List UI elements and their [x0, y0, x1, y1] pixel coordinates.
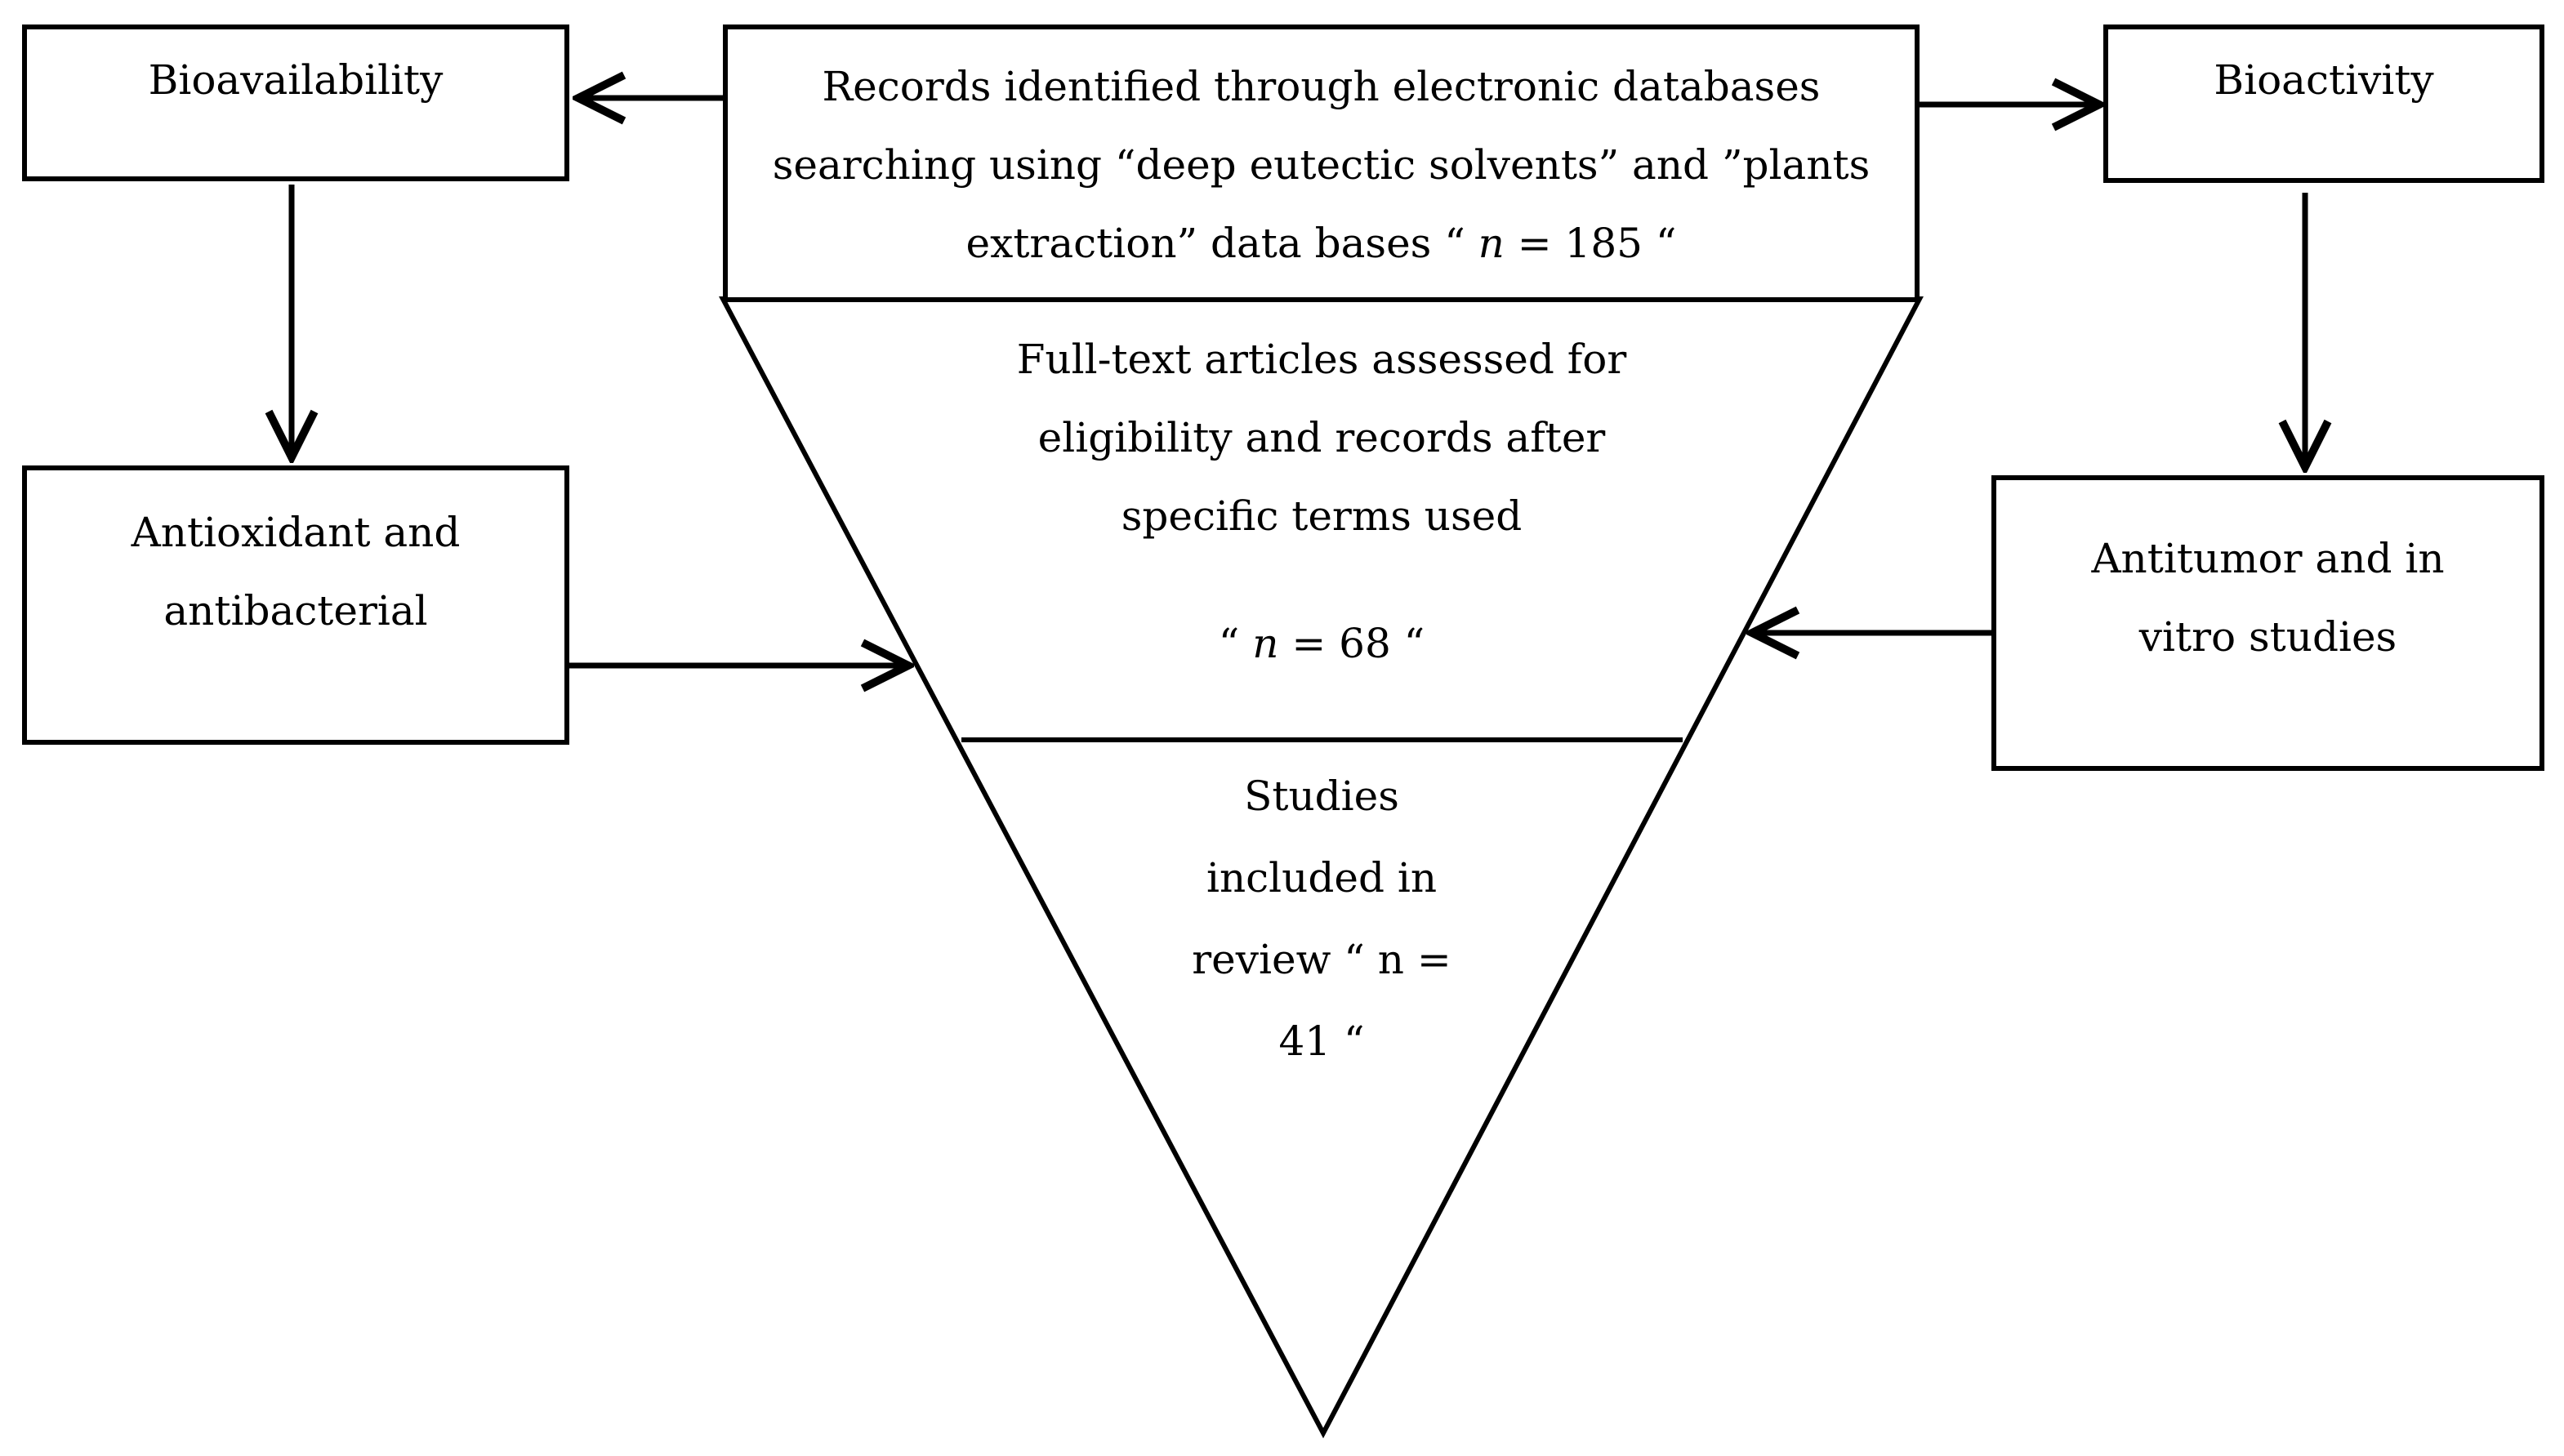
records-line-3-suffix: = 185 “ — [1504, 220, 1677, 267]
fulltext-count: “ n = 68 “ — [913, 604, 1730, 683]
bioactivity-box — [2103, 24, 2544, 183]
fulltext-text: Full-text articles assessed for eligibil… — [913, 320, 1730, 555]
fulltext-count-line: “ n = 68 “ — [913, 604, 1730, 683]
antitumor-text: Antitumor and in vitro studies — [1991, 519, 2544, 676]
records-line-3-prefix: extraction” data bases “ — [965, 220, 1478, 267]
fulltext-line-1: Full-text articles assessed for — [1016, 336, 1627, 383]
records-line-2: searching using “deep eutectic solvents”… — [772, 141, 1871, 189]
antioxidant-line-1: Antioxidant and — [131, 509, 461, 556]
studies-line-3: review “ n = — [1192, 936, 1451, 983]
records-n-symbol: n — [1478, 220, 1505, 267]
bioavailability-label: Bioavailability — [148, 56, 444, 104]
bioavailability-box — [22, 24, 569, 181]
antioxidant-text: Antioxidant and antibacterial — [22, 493, 569, 650]
fulltext-line-3: specific terms used — [1121, 492, 1523, 540]
studies-line-2: included in — [1206, 854, 1438, 902]
antitumor-box — [1991, 475, 2544, 771]
studies-line-4: 41 “ — [1278, 1017, 1365, 1065]
fulltext-n-symbol: n — [1252, 620, 1279, 667]
records-text: Records identified through electronic da… — [723, 47, 1920, 283]
antitumor-line-2: vitro studies — [2138, 613, 2397, 661]
antioxidant-box — [22, 465, 569, 745]
records-line-1: Records identified through electronic da… — [822, 63, 1821, 110]
bioactivity-label: Bioactivity — [2214, 56, 2434, 104]
studies-text: Studies included in review “ n = 41 “ — [1077, 755, 1567, 1082]
fulltext-count-prefix: “ — [1218, 620, 1253, 667]
antioxidant-line-2: antibacterial — [163, 587, 428, 634]
fulltext-line-2: eligibility and records after — [1037, 414, 1606, 461]
antitumor-line-1: Antitumor and in — [2091, 535, 2445, 582]
studies-line-1: Studies — [1244, 773, 1399, 820]
records-line-3: extraction” data bases “ n = 185 “ — [723, 204, 1920, 283]
fulltext-count-suffix: = 68 “ — [1278, 620, 1425, 667]
records-box — [723, 24, 1920, 302]
